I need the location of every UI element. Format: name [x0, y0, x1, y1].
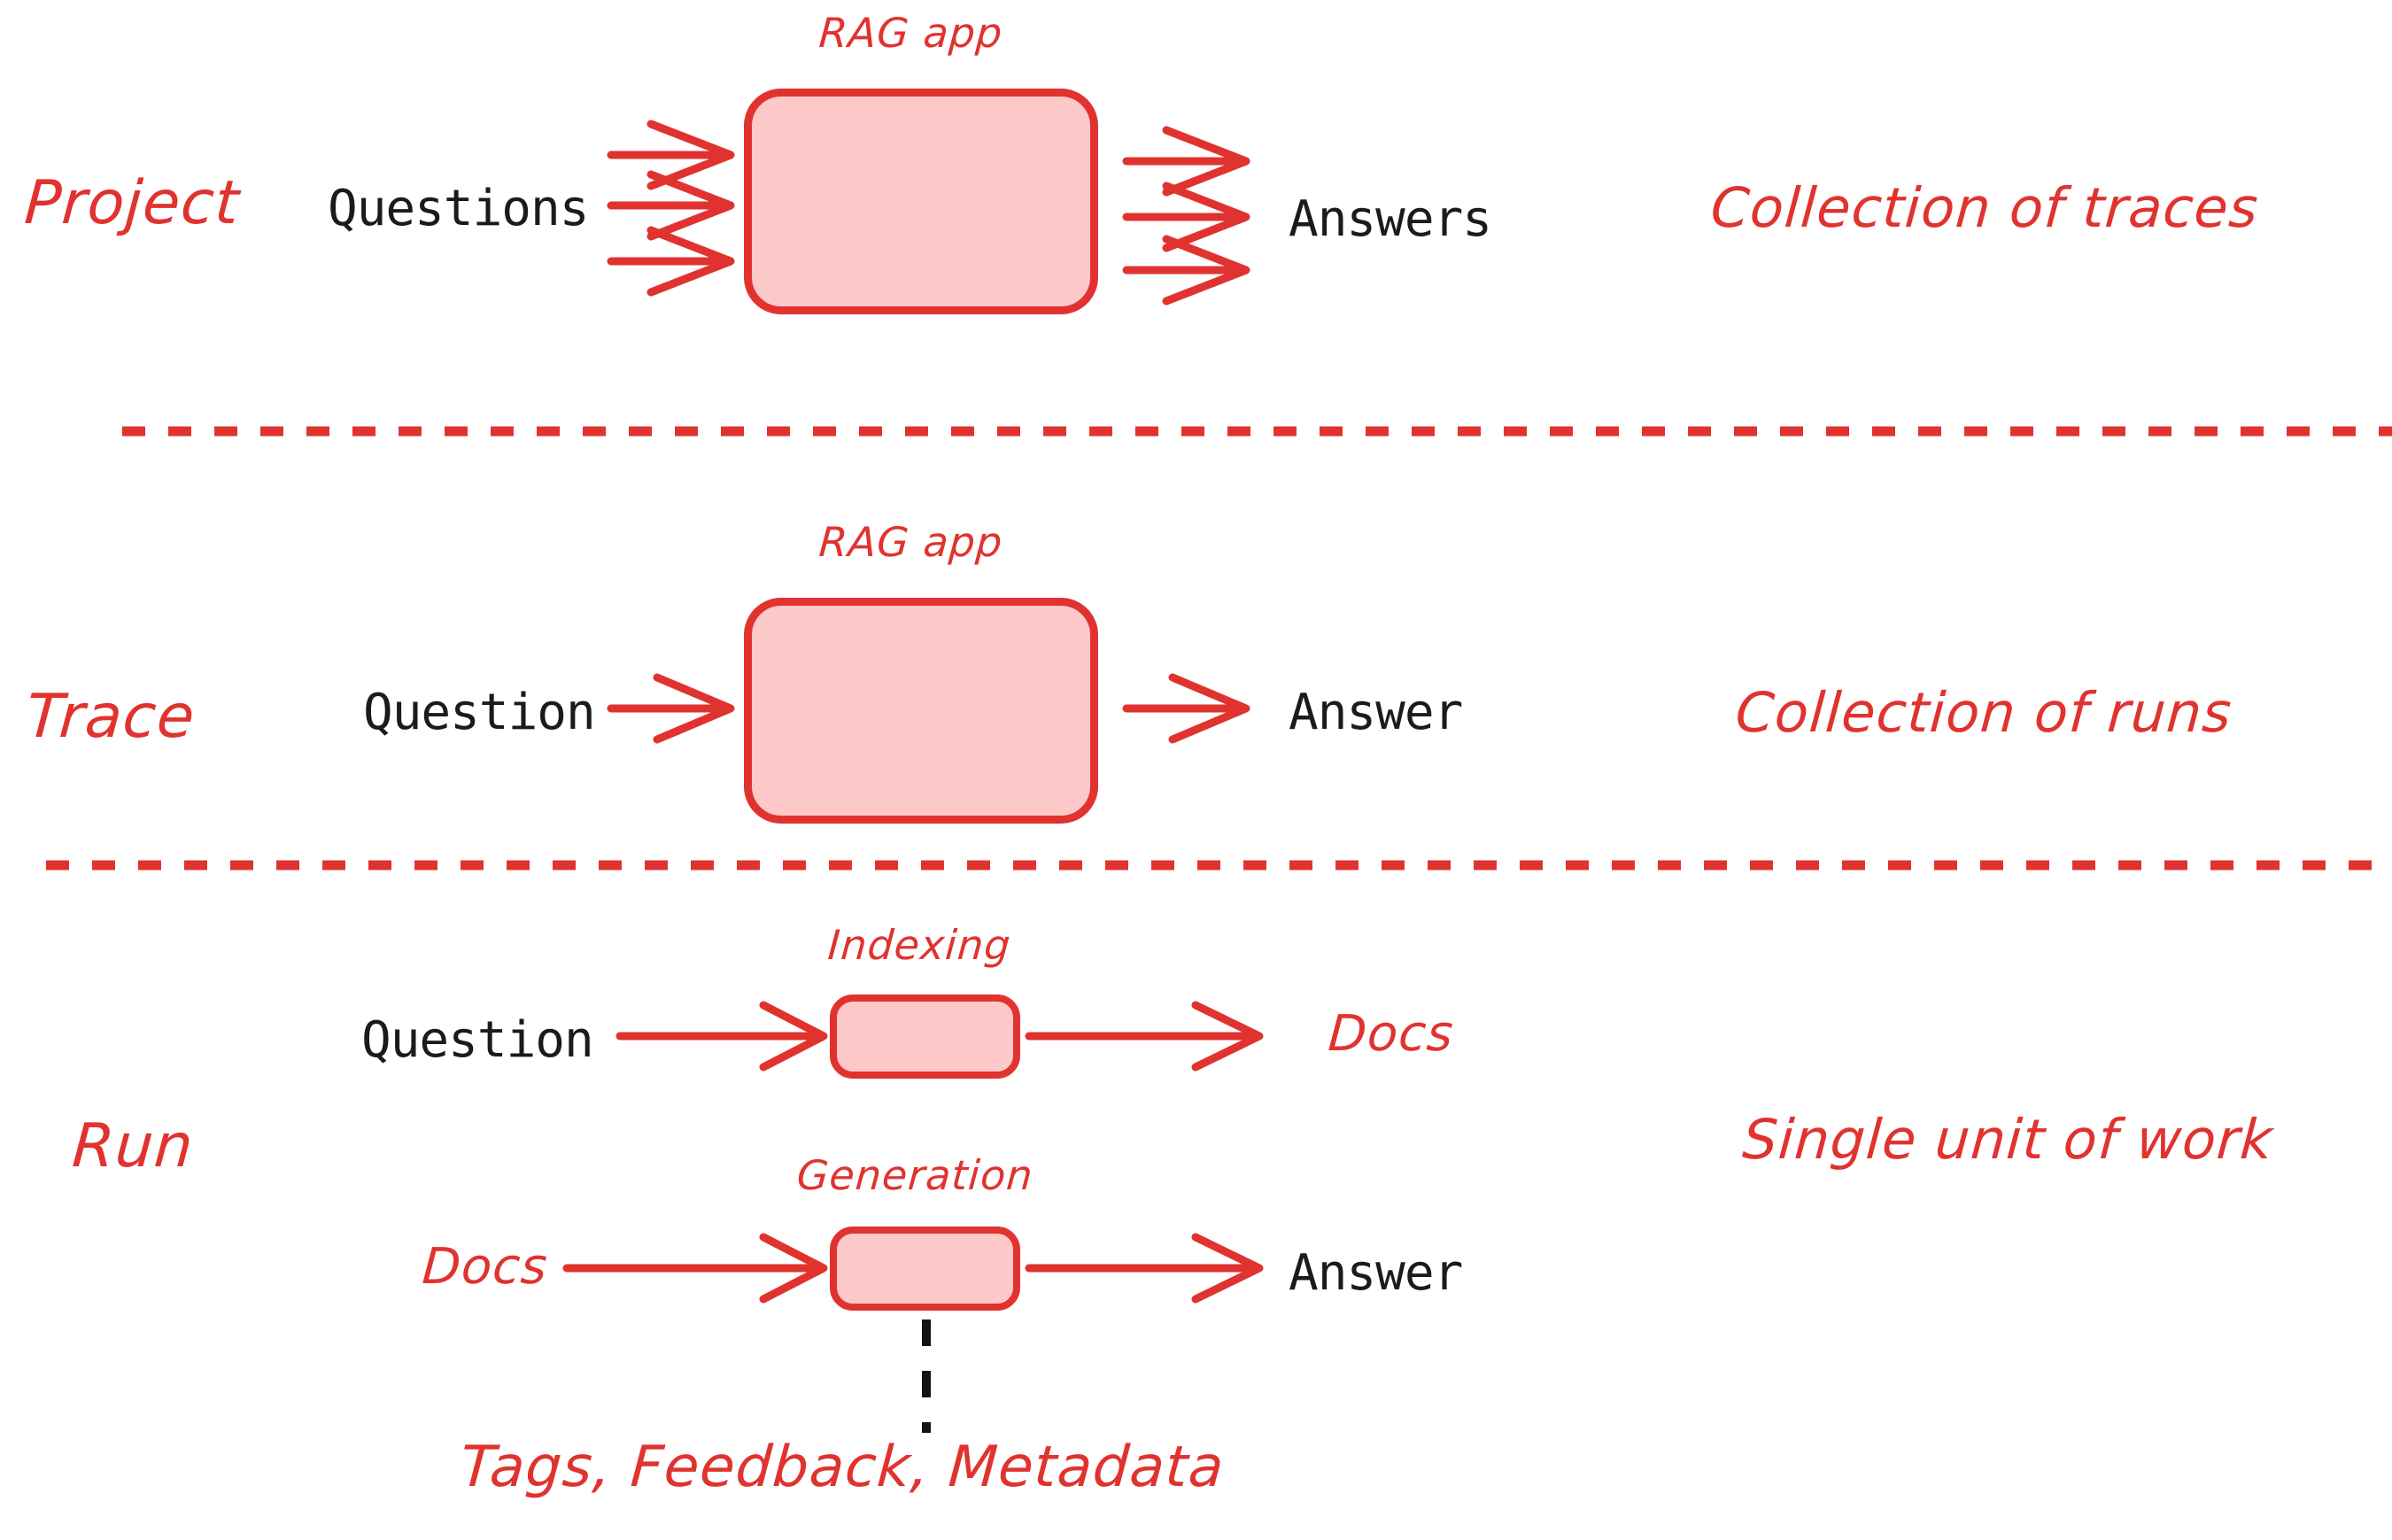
trace-rag-app-node[interactable]	[744, 598, 1098, 824]
run-metadata-annotation: Tags, Feedback, Metadata	[458, 1435, 1227, 1500]
project-input-arrows	[607, 120, 735, 297]
indexing-output-label: Docs	[1326, 1005, 1456, 1063]
run-generation-node[interactable]	[830, 1227, 1020, 1311]
row-description-label-run: Single unit of work	[1740, 1107, 2276, 1172]
row-description-label-project: Collection of traces	[1708, 175, 2261, 240]
generation-output-label: Answer	[1289, 1244, 1463, 1302]
row-description-label-trace: Collection of runs	[1733, 680, 2234, 745]
indexing-node-caption: Indexing	[826, 921, 1013, 969]
indexing-output-arrow	[1025, 1001, 1264, 1072]
indexing-input-label: Question	[361, 1011, 594, 1069]
run-indexing-node[interactable]	[830, 994, 1020, 1079]
project-output-label: Answers	[1289, 190, 1492, 248]
project-rag-app-node[interactable]	[744, 89, 1098, 314]
generation-input-label: Docs	[420, 1238, 550, 1296]
indexing-input-arrow	[615, 1001, 828, 1072]
generation-output-arrow	[1025, 1233, 1264, 1304]
row-concept-label-trace: Trace	[24, 682, 197, 752]
generation-node-caption: Generation	[795, 1151, 1035, 1199]
row-concept-label-project: Project	[22, 168, 243, 238]
generation-input-arrow	[562, 1233, 828, 1304]
trace-node-caption: RAG app	[817, 518, 1005, 566]
project-node-caption: RAG app	[817, 9, 1005, 57]
project-output-arrows	[1122, 126, 1250, 306]
trace-input-arrow	[607, 673, 735, 744]
row-concept-label-run: Run	[70, 1111, 197, 1181]
trace-input-label: Question	[363, 684, 596, 741]
trace-output-label: Answer	[1289, 684, 1463, 741]
trace-output-arrow	[1122, 673, 1250, 744]
project-input-label: Questions	[328, 180, 589, 237]
